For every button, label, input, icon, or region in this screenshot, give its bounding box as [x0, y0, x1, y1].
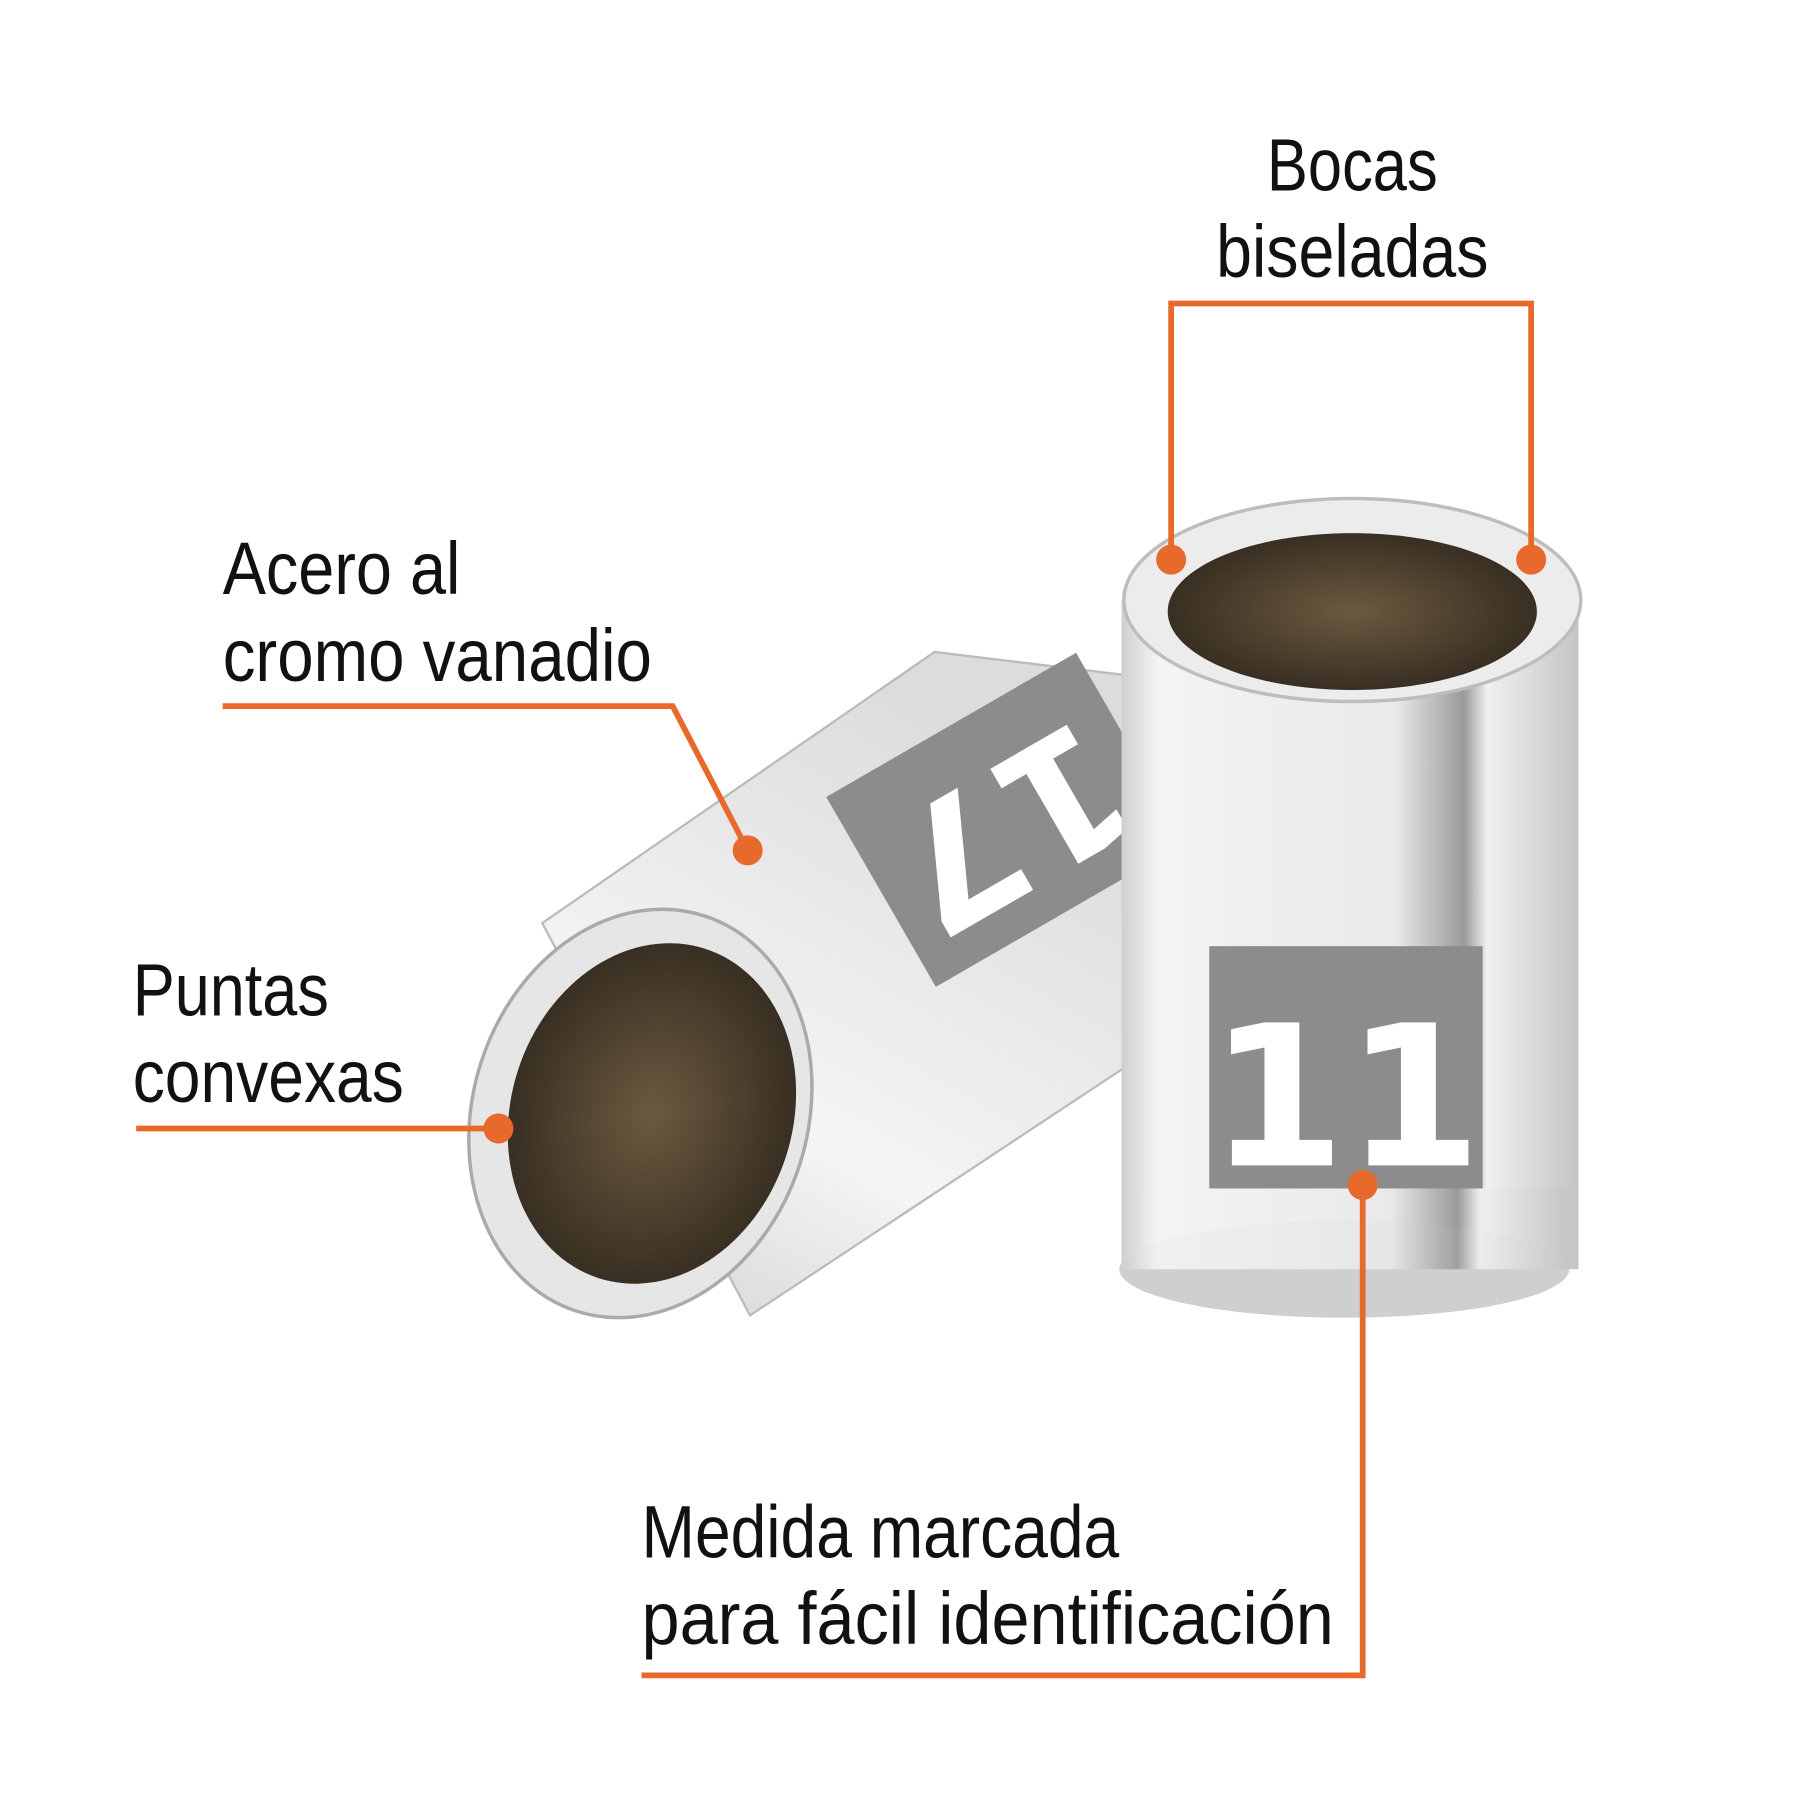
right-size-label-bg	[1209, 946, 1483, 1189]
size-mark-line	[641, 1185, 1366, 1679]
callout-dot	[1156, 544, 1187, 575]
svg-text:Puntas: Puntas	[133, 948, 329, 1031]
material-line	[222, 703, 751, 852]
svg-text:Acero al: Acero al	[223, 527, 461, 610]
callout-dot	[732, 835, 763, 866]
svg-text:convexas: convexas	[133, 1035, 404, 1118]
callout-bevelled-mouths: Bocas biseladas	[1216, 123, 1488, 293]
callout-tips: Puntas convexas	[133, 948, 404, 1118]
callout-dot	[1516, 544, 1547, 575]
svg-text:cromo vanadio: cromo vanadio	[223, 614, 652, 697]
svg-text:Bocas: Bocas	[1267, 123, 1438, 206]
svg-text:biseladas: biseladas	[1216, 210, 1488, 293]
svg-text:para fácil identificación: para fácil identificación	[642, 1577, 1334, 1660]
callout-material: Acero al cromo vanadio	[223, 527, 652, 697]
left-socket: 17	[467, 650, 1186, 1320]
bevel-bracket-line	[1168, 300, 1535, 560]
callout-lines	[136, 300, 1535, 1679]
svg-text:Medida marcada: Medida marcada	[642, 1491, 1121, 1574]
right-socket: 11	[1119, 496, 1583, 1318]
callout-dot	[1347, 1170, 1378, 1200]
right-size-label: 11	[1209, 984, 1482, 1212]
left-socket-interior	[507, 943, 797, 1284]
callout-size-mark: Medida marcada para fácil identificación	[642, 1491, 1334, 1661]
callout-dot	[483, 1113, 514, 1144]
right-socket-interior	[1167, 533, 1537, 690]
